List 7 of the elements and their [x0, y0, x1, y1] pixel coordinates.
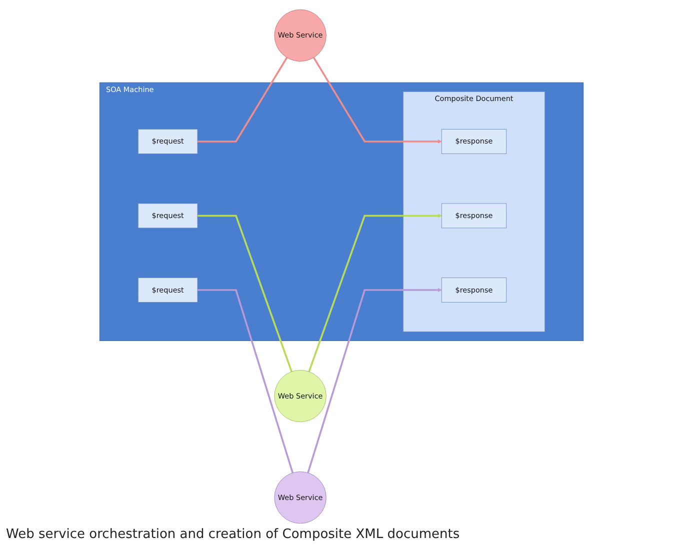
connector: [197, 57, 288, 142]
arrow: [307, 288, 442, 474]
arrow: [308, 214, 442, 372]
connector: [197, 214, 292, 372]
connector: [197, 289, 294, 474]
note-text: Web service orchestration and creation of Composite XML documents: [6, 527, 460, 542]
arrow: [312, 57, 442, 144]
